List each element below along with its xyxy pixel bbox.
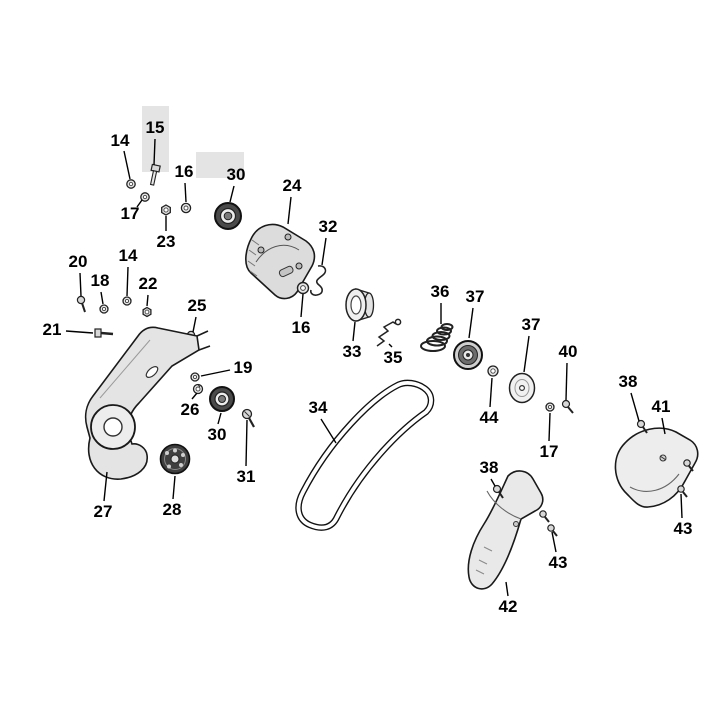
leader-line-37 (523, 335, 530, 373)
part-bolt-21 (94, 328, 114, 338)
leader-line-19 (200, 369, 231, 377)
leader-line-32 (321, 237, 327, 266)
part-pulley-37 (453, 340, 483, 370)
part-cover-42 (467, 470, 544, 590)
part-washer-18 (99, 304, 109, 314)
part-washer-14-left (122, 296, 132, 306)
leader-line-16 (184, 182, 187, 203)
part-spring-36 (420, 323, 454, 352)
leader-line-35 (388, 343, 393, 348)
part-wire-35 (376, 318, 402, 347)
leader-line-27 (103, 471, 108, 502)
part-screw-43-lower-1 (539, 510, 550, 523)
leader-line-42 (505, 581, 509, 597)
part-screw-40 (561, 399, 574, 414)
leader-line-33 (352, 321, 356, 342)
part-bracket-27 (84, 326, 211, 480)
part-screw-43-lower-2 (547, 524, 558, 537)
part-washer-26 (192, 383, 204, 395)
leader-line-17 (136, 199, 143, 208)
leader-line-14 (126, 266, 129, 297)
leader-line-14 (123, 150, 131, 180)
leader-line-40 (565, 362, 568, 401)
leader-line-20 (79, 272, 82, 297)
part-cover-24 (245, 223, 316, 300)
leader-line-34 (320, 418, 337, 444)
part-screw-43-right-1 (683, 459, 694, 472)
part-screw-43-right-2 (677, 485, 688, 498)
part-screw-31 (241, 408, 255, 428)
part-bearing-30-upper (214, 202, 242, 230)
leader-line-41 (661, 417, 666, 435)
part-washer-16-middle (296, 281, 310, 295)
leader-line-43 (680, 493, 683, 519)
part-cover-41 (614, 427, 699, 508)
leader-line-17 (548, 412, 551, 442)
part-disc-37 (508, 372, 536, 404)
part-screw-38-lower (492, 484, 504, 499)
part-bolt-15 (149, 163, 161, 186)
leader-line-30 (229, 185, 235, 203)
leader-line-15 (153, 138, 156, 166)
part-washer-17-right (545, 402, 555, 412)
part-pulley-28 (159, 443, 191, 475)
part-washer-17-top (140, 192, 150, 202)
part-washer-19 (190, 372, 200, 382)
leader-line-38 (490, 478, 496, 487)
leader-line-24 (287, 196, 292, 225)
leader-line-26 (191, 392, 198, 400)
part-drum-33 (345, 288, 375, 322)
leader-line-44 (489, 377, 493, 408)
leader-line-18 (100, 291, 104, 305)
leader-line-25 (192, 316, 197, 333)
leader-line-37 (468, 307, 474, 339)
scan-artifact (142, 106, 169, 172)
part-belt-34 (295, 379, 435, 531)
part-screw-38-right (636, 419, 648, 434)
leader-line-21 (65, 330, 94, 334)
leader-lines-group (65, 138, 683, 597)
leader-line-31 (245, 419, 248, 467)
part-washer-44 (487, 365, 499, 377)
part-screw-20 (76, 295, 86, 313)
leader-line-43 (551, 531, 557, 553)
part-spring-clip-32 (310, 265, 327, 296)
leader-line-28 (172, 475, 176, 500)
leader-line-30 (217, 412, 222, 425)
leader-line-16 (300, 293, 304, 318)
leader-line-38 (630, 392, 640, 422)
part-washer-16-top (180, 202, 192, 214)
part-washer-14-top (126, 179, 136, 189)
part-nut-22 (142, 306, 152, 318)
part-nut-23 (161, 204, 171, 216)
scan-artifact (196, 152, 244, 178)
part-bearing-30-lower (209, 386, 235, 412)
leader-line-22 (146, 294, 149, 307)
